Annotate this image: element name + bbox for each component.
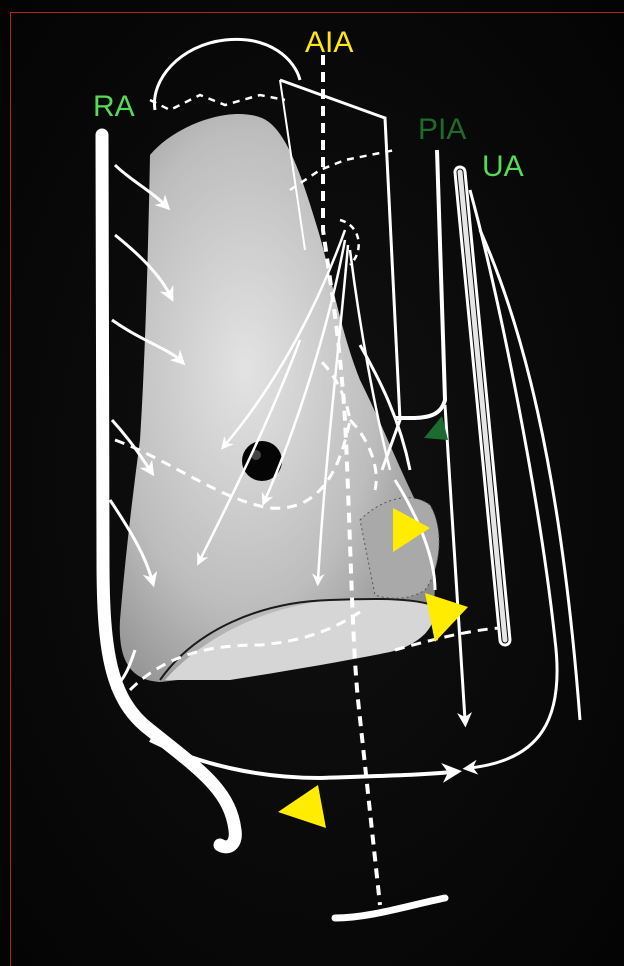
label-ua: UA — [482, 150, 524, 183]
label-pia: PIA — [418, 113, 466, 146]
label-ra: RA — [93, 90, 135, 123]
label-aia: AIA — [305, 26, 353, 59]
